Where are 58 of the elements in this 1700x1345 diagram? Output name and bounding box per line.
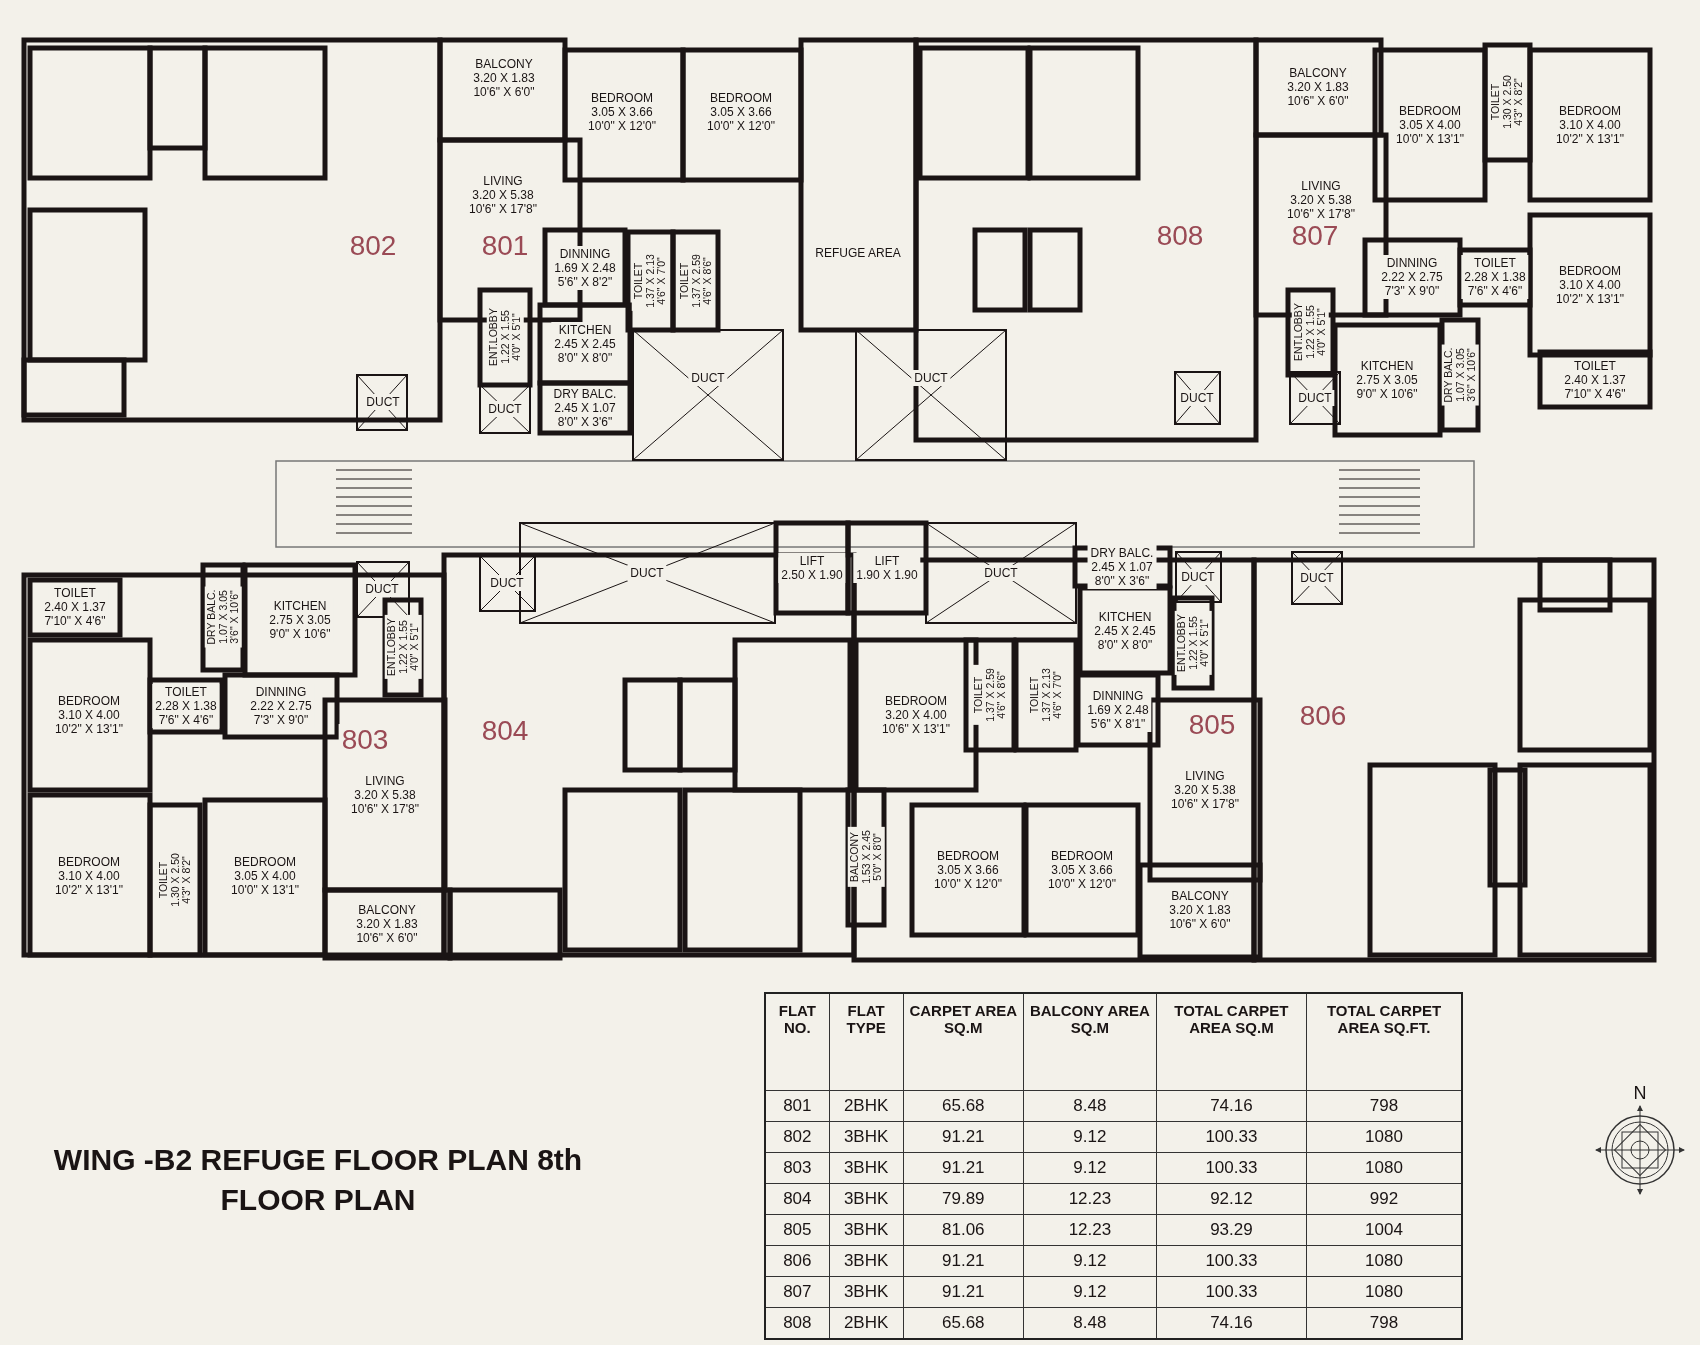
room-label: TOILET 2.28 X 1.38 7'6" X 4'6" [1461, 255, 1529, 299]
room-label: DINNING 2.22 X 2.75 7'3" X 9'0" [1378, 255, 1446, 299]
table-cell: 2BHK [829, 1090, 904, 1122]
room-label: BALCONY 1.53 X 2.45 5'0" X 8'0" [847, 827, 885, 887]
table-cell: 91.21 [903, 1152, 1024, 1184]
table-cell: 91.21 [903, 1121, 1024, 1153]
table-cell: 801 [765, 1090, 830, 1122]
table-cell: 9.12 [1023, 1245, 1157, 1277]
table-cell: 65.68 [903, 1090, 1024, 1122]
table-cell: 79.89 [903, 1183, 1024, 1215]
table-cell: 74.16 [1156, 1090, 1307, 1122]
column-header: FLAT TYPE [829, 993, 904, 1091]
table-cell: 100.33 [1156, 1276, 1307, 1308]
column-header: BALCONY AREA SQ.M [1023, 993, 1157, 1091]
room-label: TOILET 2.28 X 1.38 7'6" X 4'6" [152, 684, 220, 728]
table-cell: 806 [765, 1245, 830, 1277]
table-cell: 3BHK [829, 1276, 904, 1308]
column-header: TOTAL CARPET AREA SQ.M [1156, 993, 1307, 1091]
table-cell: 9.12 [1023, 1121, 1157, 1153]
table-cell: 3BHK [829, 1245, 904, 1277]
room-label: LIFT 1.90 X 1.90 [853, 553, 921, 583]
table-cell: 100.33 [1156, 1121, 1307, 1153]
plan-title: WING -B2 REFUGE FLOOR PLAN 8th FLOOR PLAN [52, 1142, 584, 1218]
table-cell: 802 [765, 1121, 830, 1153]
table-cell: 803 [765, 1152, 830, 1184]
table-cell: 93.29 [1156, 1214, 1307, 1246]
room-label: DUCT [911, 370, 951, 386]
table-cell: 9.12 [1023, 1276, 1157, 1308]
north-label: N [1633, 1082, 1647, 1104]
table-cell: 3BHK [829, 1183, 904, 1215]
table-cell: 92.12 [1156, 1183, 1307, 1215]
table-cell: 9.12 [1023, 1152, 1157, 1184]
table-cell: 3BHK [829, 1152, 904, 1184]
table-cell: 100.33 [1156, 1245, 1307, 1277]
room-label: DRY BALC. 1.07 X 3.05 3'6" X 10'6" [204, 586, 242, 648]
column-header: FLAT NO. [765, 993, 830, 1091]
table-cell: 81.06 [903, 1214, 1024, 1246]
room-label: DRY BALC. 1.07 X 3.05 3'6" X 10'6" [1441, 344, 1479, 406]
table-cell: 12.23 [1023, 1214, 1157, 1246]
table-cell: 3BHK [829, 1214, 904, 1246]
table-cell: 8.48 [1023, 1090, 1157, 1122]
table-cell: 100.33 [1156, 1152, 1307, 1184]
room-label: LIFT 2.50 X 1.90 [778, 553, 846, 583]
table-cell: 805 [765, 1214, 830, 1246]
table-cell: 91.21 [903, 1276, 1024, 1308]
table-cell: 91.21 [903, 1245, 1024, 1277]
table-cell: 3BHK [829, 1121, 904, 1153]
table-cell: 804 [765, 1183, 830, 1215]
table-cell: 12.23 [1023, 1183, 1157, 1215]
table-cell: 807 [765, 1276, 830, 1308]
room-label: ENT.LOBBY 1.22 X 1.55 4'0" X 5'1" [384, 615, 422, 679]
column-header: CARPET AREA SQ.M [903, 993, 1024, 1091]
room-label: DUCT [627, 565, 667, 581]
room-label: ENT.LOBBY 1.22 X 1.55 4'0" X 5'1" [486, 305, 524, 369]
room-label: ENT.LOBBY 1.22 X 1.55 4'0" X 5'1" [1291, 300, 1329, 364]
room-label: ENT.LOBBY 1.22 X 1.55 4'0" X 5'1" [1174, 611, 1212, 675]
room-label: DUCT [688, 370, 728, 386]
room-label: DRY BALC. 2.45 X 1.07 8'0" X 3'6" [1087, 545, 1157, 589]
